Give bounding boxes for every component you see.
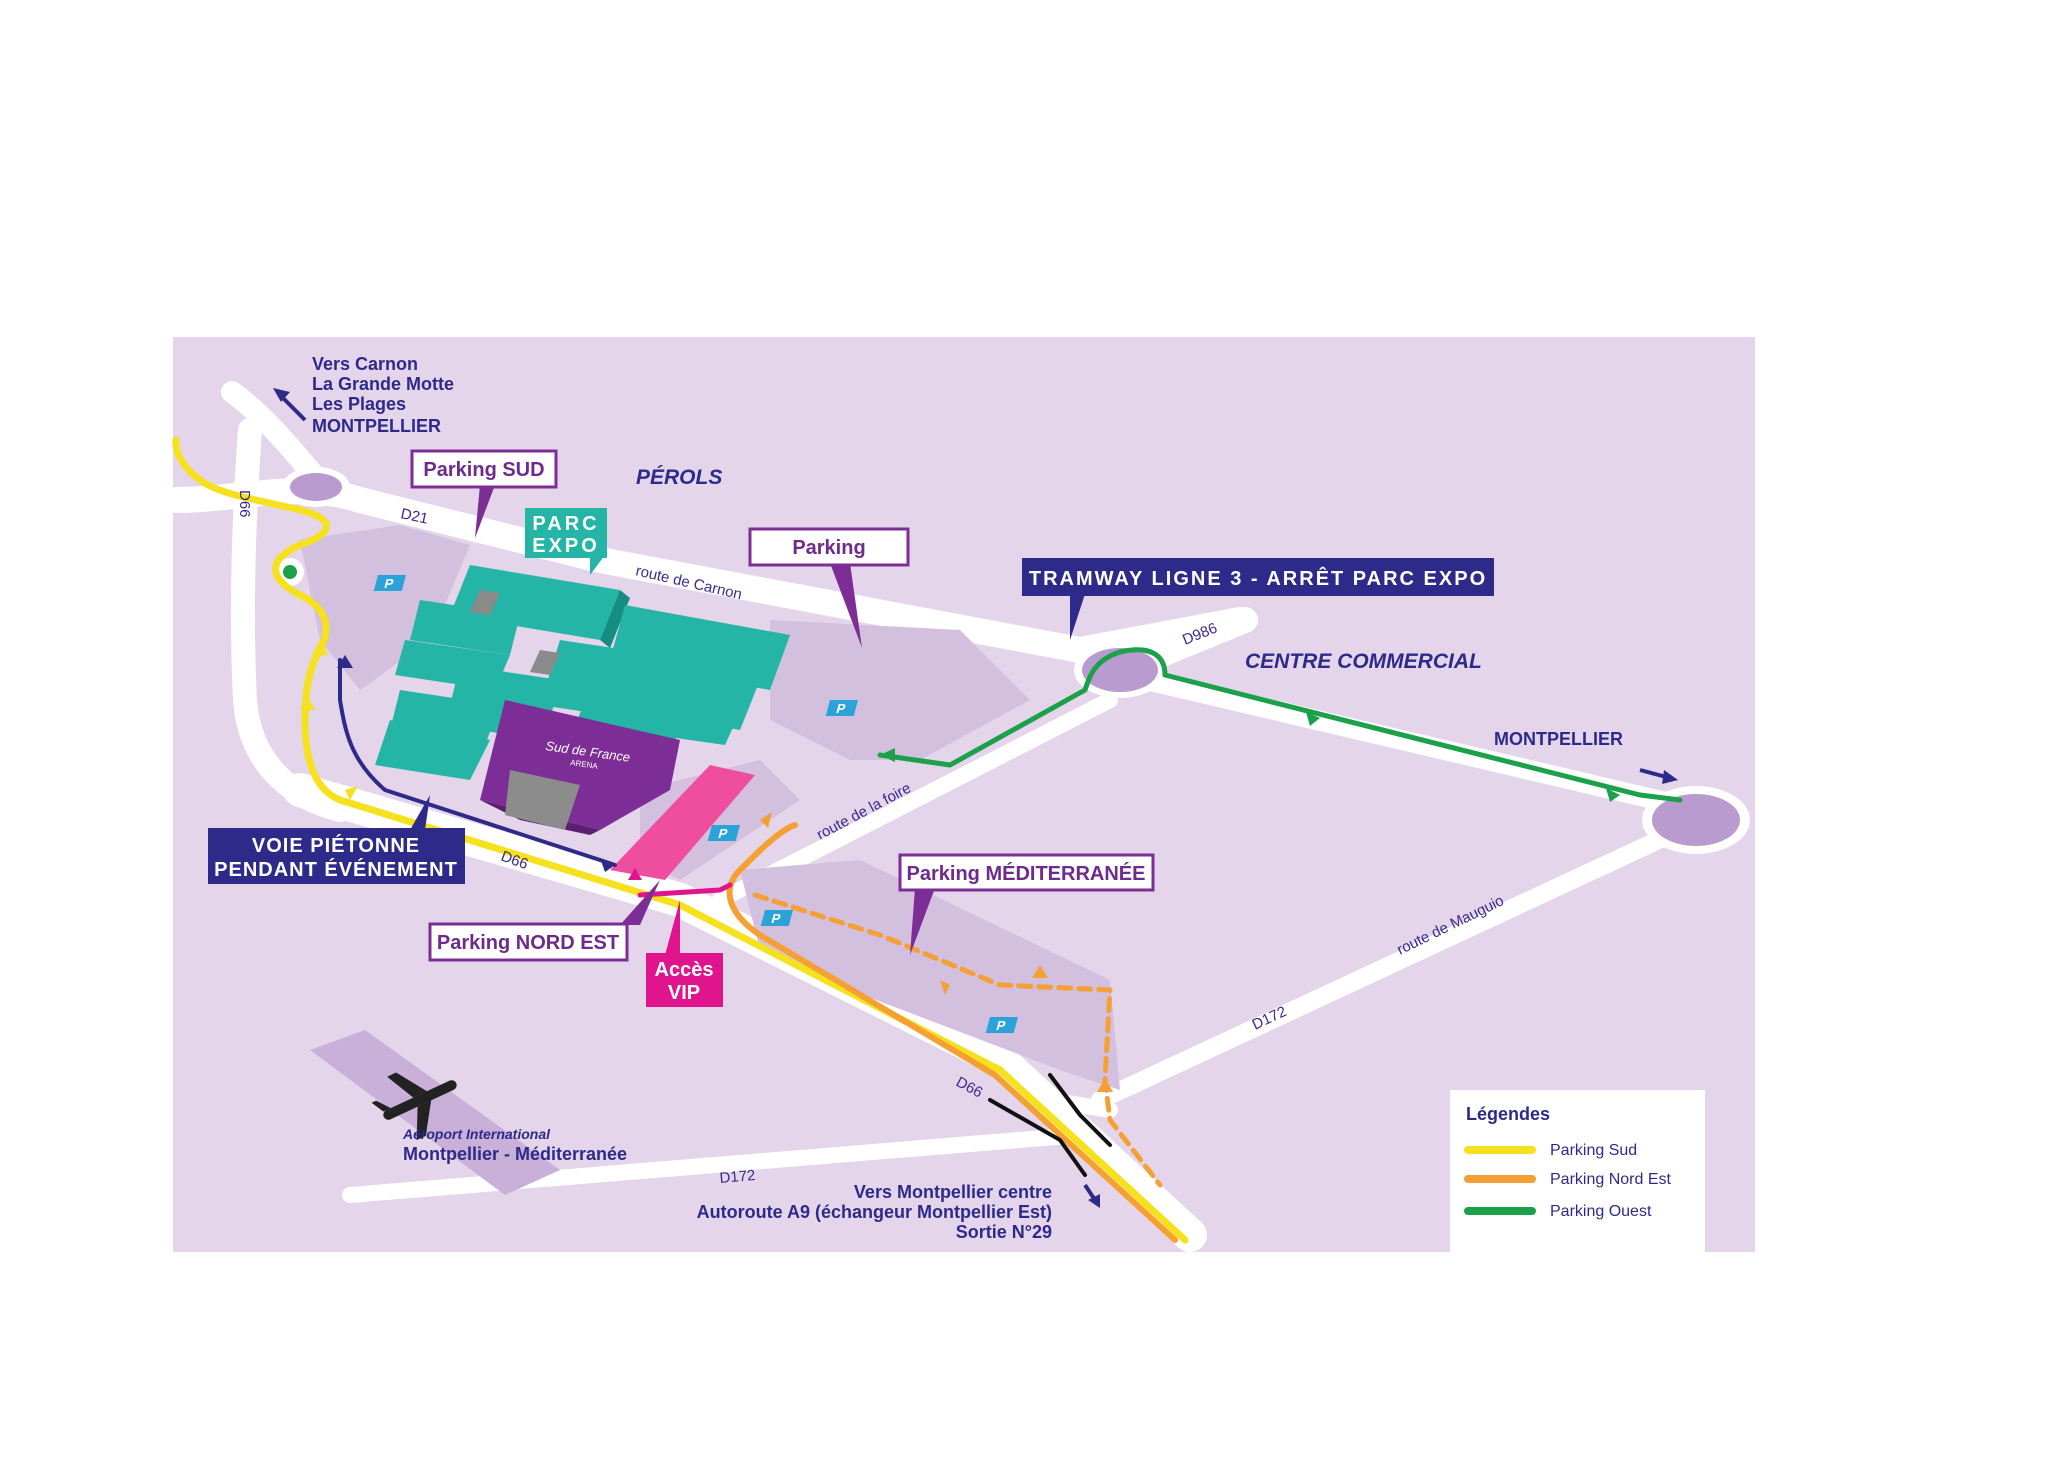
svg-text:Les Plages: Les Plages: [312, 394, 406, 414]
route-parking-ouest: [877, 647, 1683, 803]
svg-text:EXPO: EXPO: [532, 535, 600, 557]
route-parking-sud: [172, 436, 1189, 1244]
svg-text:Autoroute A9 (échangeur Montpe: Autoroute A9 (échangeur Montpellier Est): [697, 1202, 1052, 1222]
roundabout-small: [283, 565, 297, 579]
svg-text:Parking Ouest: Parking Ouest: [1550, 1203, 1652, 1220]
arrow-navy-2: [600, 858, 615, 872]
svg-text:P: P: [770, 911, 783, 926]
ramp-exit-2: [1048, 1073, 1112, 1147]
parking-areas: [300, 525, 1120, 1090]
road-label-d21: D21: [399, 505, 429, 527]
callout-parking: Parking: [748, 527, 910, 648]
legend-item: Parking Nord Est: [1464, 1171, 1671, 1188]
route-vip: [637, 882, 733, 898]
legend-item: Parking Sud: [1464, 1142, 1637, 1159]
legend-item: Parking Ouest: [1464, 1203, 1652, 1220]
roundabouts: [276, 467, 1750, 854]
road-label-d66-west: D66: [236, 490, 253, 518]
parking-icon: P: [373, 575, 406, 591]
roundabout-east: [1652, 794, 1740, 846]
svg-text:Aéroport International: Aéroport International: [402, 1126, 551, 1142]
ramp-exit-1: [988, 1098, 1087, 1177]
svg-text:La Grande Motte: La Grande Motte: [312, 374, 454, 394]
callout-parking-nord-est: Parking NORD EST: [428, 880, 660, 962]
svg-text:MONTPELLIER: MONTPELLIER: [312, 416, 441, 436]
airport-runway: [310, 1030, 560, 1195]
route-arrows: [273, 388, 1678, 1208]
road-ramp: [1042, 1092, 1118, 1118]
arrow-green-1: [1306, 712, 1320, 726]
callout-acces-vip: Accès VIP: [646, 900, 723, 1007]
svg-text:Sortie N°29: Sortie N°29: [956, 1222, 1052, 1242]
svg-text:P: P: [995, 1018, 1008, 1033]
place-montpellier: MONTPELLIER: [1494, 729, 1623, 749]
svg-text:Parking SUD: Parking SUD: [423, 459, 544, 481]
road-d172-south: [342, 1127, 1088, 1203]
road-d172-east: [1091, 821, 1689, 1109]
svg-text:VOIE PIÉTONNE: VOIE PIÉTONNE: [252, 834, 420, 857]
parc-expo-buildings: [375, 565, 790, 780]
svg-text:P: P: [835, 701, 848, 716]
route-pedestrian: [338, 658, 617, 867]
svg-text:Parking Nord Est: Parking Nord Est: [1550, 1171, 1671, 1188]
svg-text:Montpellier - Méditerranée: Montpellier - Méditerranée: [403, 1144, 627, 1164]
arrow-orange-2: [1032, 965, 1048, 978]
route-parking-nord-est: [726, 822, 1178, 1243]
parking-ouest-area: [770, 620, 1030, 760]
arrow-green-3: [880, 748, 895, 762]
svg-text:P: P: [383, 576, 396, 591]
parking-mediterranee-area: [740, 860, 1120, 1090]
callout-parking-mediterranee: Parking MÉDITERRANÉE: [898, 853, 1155, 955]
arrow-nw: [278, 393, 307, 422]
arrow-magenta-1: [628, 868, 642, 880]
parking-icon: P: [707, 825, 740, 841]
arrow-yellow-2: [312, 640, 328, 655]
arena-building: [480, 700, 680, 835]
parking-sud-area: [300, 525, 470, 690]
svg-text:Vers Carnon: Vers Carnon: [312, 354, 418, 374]
callout-parc-expo: PARC EXPO: [525, 508, 607, 575]
roundabout-north-west: [290, 473, 342, 501]
svg-text:VIP: VIP: [668, 982, 700, 1004]
arrow-yellow-1: [300, 695, 315, 710]
airport-label: Aéroport International Montpellier - Méd…: [402, 1126, 627, 1164]
vip-access-area: [610, 765, 755, 880]
parking-icon: P: [825, 700, 858, 716]
destination-south: Vers Montpellier centre Autoroute A9 (éc…: [697, 1182, 1052, 1242]
arrow-orange-4: [940, 980, 950, 995]
svg-text:TRAMWAY LIGNE 3 - ARRÊT PARC E: TRAMWAY LIGNE 3 - ARRÊT PARC EXPO: [1029, 566, 1487, 590]
svg-text:P: P: [717, 826, 730, 841]
arrow-navy-1: [337, 655, 353, 668]
arrow-orange-3: [1097, 1078, 1113, 1092]
svg-text:Parking MÉDITERRANÉE: Parking MÉDITERRANÉE: [907, 862, 1146, 885]
arrow-orange-1: [760, 812, 772, 828]
parking-icons: P P P P P: [373, 575, 1018, 1033]
svg-text:Parking: Parking: [792, 537, 865, 559]
airplane-icon: [371, 1072, 457, 1141]
routes: [172, 436, 1683, 1244]
legend: Légendes Parking Sud Parking Nord Est Pa…: [1450, 1090, 1705, 1252]
callout-parking-sud: Parking SUD: [410, 449, 558, 538]
callout-tramway: TRAMWAY LIGNE 3 - ARRÊT PARC EXPO: [1022, 558, 1494, 640]
svg-text:Parking NORD EST: Parking NORD EST: [437, 932, 619, 954]
arrow-yellow-3: [345, 786, 358, 800]
svg-text:Accès: Accès: [655, 959, 714, 981]
svg-text:PENDANT ÉVÉNEMENT: PENDANT ÉVÉNEMENT: [214, 858, 458, 881]
destination-north-west: Vers Carnon La Grande Motte Les Plages M…: [312, 354, 454, 436]
svg-text:Parking Sud: Parking Sud: [1550, 1142, 1637, 1159]
place-centre-commercial: CENTRE COMMERCIAL: [1245, 650, 1482, 673]
legend-title: Légendes: [1466, 1104, 1550, 1124]
place-perols: PÉROLS: [636, 466, 722, 489]
callout-voie-pietonne: VOIE PIÉTONNE PENDANT ÉVÉNEMENT: [208, 795, 465, 884]
svg-text:Vers Montpellier centre: Vers Montpellier centre: [854, 1182, 1052, 1202]
svg-text:PARC: PARC: [532, 513, 599, 535]
arena-logo-sub: ARENA: [570, 758, 599, 771]
parking-icon: P: [985, 1017, 1018, 1033]
route-parking-nord-est-dashed: [752, 892, 1163, 1188]
parking-icon: P: [760, 910, 793, 926]
arrow-green-2: [1606, 788, 1620, 802]
road-label-d172-south: D172: [719, 1167, 756, 1187]
